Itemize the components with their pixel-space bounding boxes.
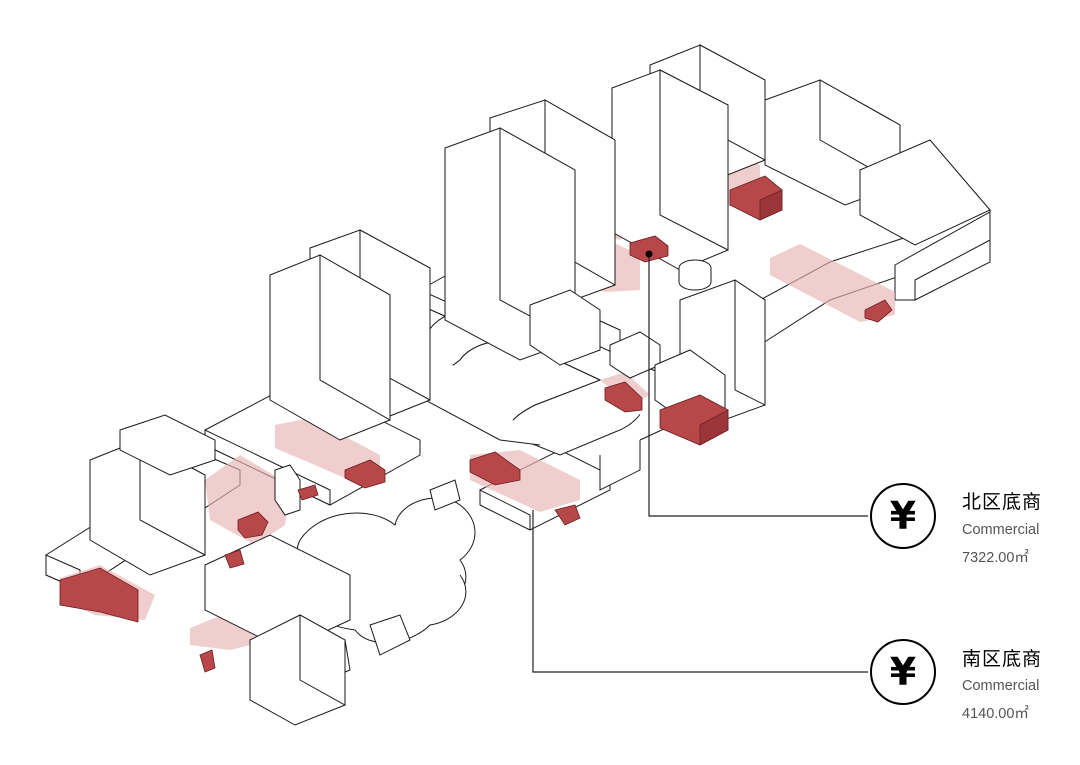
commercial-blocks <box>59 175 893 673</box>
leader-line-north <box>648 254 868 517</box>
label-category: Commercial <box>962 678 1040 694</box>
label-title: 南区底商 <box>962 648 1043 670</box>
leader-lines <box>532 254 868 673</box>
label-title: 北区底商 <box>962 491 1043 513</box>
leader-line-south <box>532 510 868 673</box>
yen-icon: ¥ <box>870 639 936 705</box>
yen-icon: ¥ <box>870 483 936 549</box>
leader-dot-north <box>645 250 653 258</box>
label-area: 4140.00㎡ <box>962 706 1029 722</box>
building-masses <box>89 44 991 726</box>
label-area: 7322.00㎡ <box>962 550 1029 566</box>
label-category: Commercial <box>962 522 1040 538</box>
